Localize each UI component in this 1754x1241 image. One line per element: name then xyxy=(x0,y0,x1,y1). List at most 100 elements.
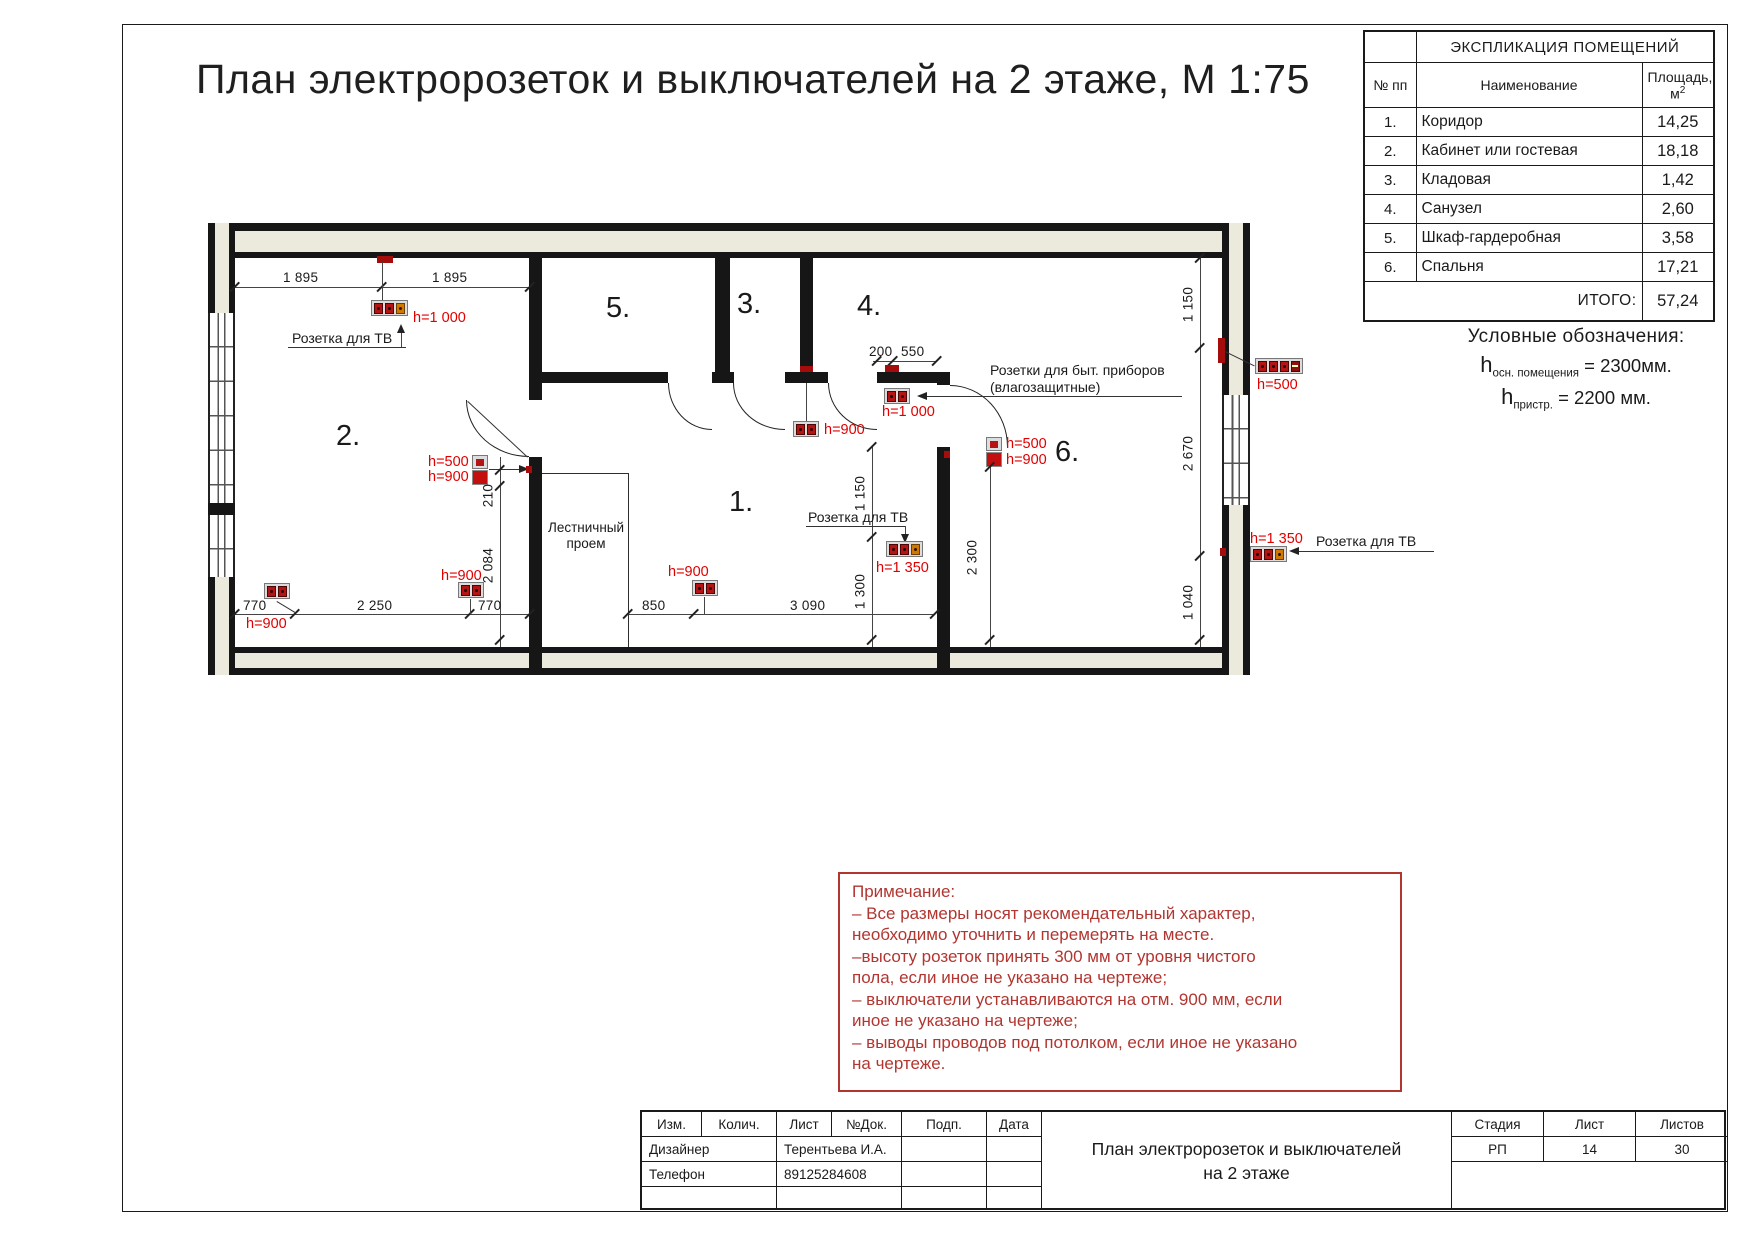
socket-cell xyxy=(1290,360,1300,372)
arrow-left-icon xyxy=(1289,547,1299,555)
height-label-tv-top: h=1 000 xyxy=(413,310,466,326)
area-header-sup: 2 xyxy=(1679,84,1686,96)
partition-room2-lower xyxy=(529,457,542,675)
arrow-down-icon xyxy=(901,534,909,543)
wall-bottom-outer xyxy=(208,668,1250,675)
height-label-r6-500: h=500 xyxy=(1006,436,1047,452)
col-header-name: Наименование xyxy=(1415,62,1643,108)
tv-socket-label-top: Розетка для ТВ xyxy=(292,330,393,346)
partition-5-3 xyxy=(715,258,730,372)
table-row: 4. Санузел 2,60 xyxy=(1363,194,1715,224)
socket-cell xyxy=(795,423,805,435)
leader-line xyxy=(905,526,907,536)
stair-opening-top-line xyxy=(542,473,628,475)
stamp-sheet-value: 14 xyxy=(1544,1137,1636,1162)
leader-line xyxy=(401,331,403,347)
stamp-empty-cell xyxy=(642,1187,777,1210)
total-value: 57,24 xyxy=(1641,281,1715,322)
row-name: Санузел xyxy=(1415,194,1643,224)
tv-socket-label-mid: Розетка для ТВ xyxy=(808,509,909,525)
table-row: 3. Кладовая 1,42 xyxy=(1363,165,1715,195)
dim-line-room6 xyxy=(990,467,992,647)
row-num: 1. xyxy=(1363,107,1417,137)
room-label-2: 2. xyxy=(336,420,361,452)
wall-room4-bottom xyxy=(877,372,947,383)
dim-850: 850 xyxy=(642,598,666,613)
tv-socket-icon xyxy=(886,541,923,557)
partition-room2-upper xyxy=(529,258,542,400)
dim-1040: 1 040 xyxy=(1180,584,1196,621)
switch-filled-icon xyxy=(986,452,1002,467)
socket-cell xyxy=(373,302,383,314)
row-area: 18,18 xyxy=(1641,136,1715,166)
wall-marker xyxy=(1218,338,1225,363)
stamp-empty-cell xyxy=(1452,1162,1728,1210)
dim-line-wallA xyxy=(500,457,502,647)
socket-cell xyxy=(705,582,715,594)
stair-label-line2: проем xyxy=(566,536,606,551)
note-box: Примечание: – Все размеры носят рекоменд… xyxy=(838,872,1402,1092)
h-symbol: h xyxy=(1480,352,1493,377)
dim-1895-right: 1 895 xyxy=(432,270,468,285)
legend-line2: hпристр. = 2200 мм. xyxy=(1420,384,1732,412)
socket-cell xyxy=(897,390,907,402)
stair-opening-right-line xyxy=(628,473,630,647)
row-area: 2,60 xyxy=(1641,194,1715,224)
row-num: 5. xyxy=(1363,223,1417,253)
socket-cell xyxy=(1279,360,1289,372)
stair-label: Лестничный проем xyxy=(544,520,628,552)
height-label-hall: h=900 xyxy=(668,564,709,580)
dim-2670: 2 670 xyxy=(1180,435,1196,472)
leader-line xyxy=(926,396,1182,398)
dim-2250: 2 250 xyxy=(357,598,393,613)
tv-socket-label-right: Розетка для ТВ xyxy=(1316,533,1417,549)
wall-bottom-fill xyxy=(208,653,1250,668)
dim-210: 210 xyxy=(480,483,496,508)
wall-room6-left xyxy=(937,447,950,675)
stamp-header-data: Дата xyxy=(987,1112,1042,1137)
title-block: Изм. Колич. Лист №Док. Подп. Дата Дизайн… xyxy=(640,1110,1728,1210)
stamp-header-sheet: Лист xyxy=(1544,1112,1636,1137)
note-line: иное не указано на чертеже; xyxy=(852,1011,1078,1030)
tv-socket-cell xyxy=(395,302,405,314)
h-value: = 2300мм. xyxy=(1578,355,1672,376)
socket-cell xyxy=(1252,548,1262,560)
socket-icon xyxy=(692,580,718,596)
wall-top-inner xyxy=(208,252,1250,258)
wall-foot-3-4 xyxy=(785,372,828,383)
dim-770b: 770 xyxy=(478,598,502,613)
h-subscript: осн. помещения xyxy=(1492,367,1579,380)
height-label-ext500: h=500 xyxy=(1257,377,1298,393)
socket-cell xyxy=(460,584,470,596)
leader-line xyxy=(276,601,296,614)
wall-marker xyxy=(800,366,813,372)
window-left-lower xyxy=(208,515,235,577)
appliance-label-line1: Розетки для быт. приборов xyxy=(990,362,1165,378)
socket-icon xyxy=(884,388,910,404)
stamp-empty-cell xyxy=(987,1187,1042,1210)
dim-1300: 1 300 xyxy=(852,573,868,610)
switch-icon xyxy=(986,437,1002,451)
note-line: – выводы проводов под потолком, если ино… xyxy=(852,1032,1298,1052)
arrow-right-icon xyxy=(519,465,529,473)
note-line: пола, если иное не указано на чертеже; xyxy=(852,968,1168,987)
socket-cell xyxy=(384,302,394,314)
wall-marker xyxy=(526,466,532,473)
legend-line1: hосн. помещения = 2300мм. xyxy=(1420,352,1732,380)
window-left-upper xyxy=(208,313,235,503)
note-line: необходимо уточнить и перемерять на мест… xyxy=(852,925,1215,944)
door-arc-room3 xyxy=(733,383,785,430)
height-label-ext-tv: h=1 350 xyxy=(1250,531,1303,547)
wall-marker xyxy=(885,365,899,372)
socket-icon xyxy=(793,421,819,437)
row-area: 17,21 xyxy=(1641,252,1715,282)
row-name: Коридор xyxy=(1415,107,1643,137)
stamp-designer-value: Терентьева И.А. xyxy=(777,1137,902,1162)
stamp-empty-cell xyxy=(987,1137,1042,1162)
leader-line xyxy=(489,469,521,471)
explication-title: ЭКСПЛИКАЦИЯ ПОМЕЩЕНИЙ xyxy=(1415,30,1715,63)
socket-cell xyxy=(694,582,704,594)
window-right xyxy=(1222,395,1250,505)
dim-line-hall-vert xyxy=(872,447,874,647)
